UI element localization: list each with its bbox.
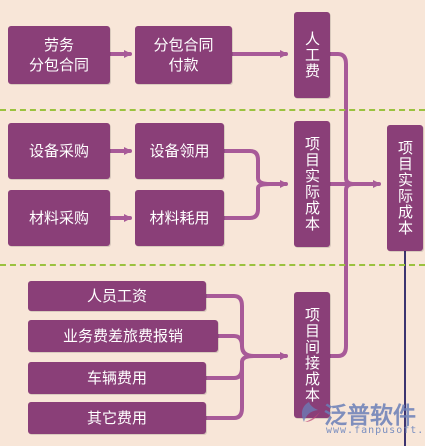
divider-bottom (0, 264, 425, 266)
labor-cost-box: 人工费 (294, 12, 330, 98)
salary-box: 人员工资 (28, 281, 206, 311)
other-expense-box: 其它费用 (28, 402, 206, 434)
line-indirect-out (328, 182, 356, 358)
subcontract-payment-label: 分包合同 付款 (153, 36, 214, 74)
arrow-row2-merge (222, 149, 288, 188)
equipment-purchase-box: 设备采购 (8, 123, 110, 179)
indirect-cost-box: 项目间接成本 (294, 292, 330, 418)
indirect-cost-label: 项目间接成本 (303, 307, 321, 403)
line-row3-travel (216, 334, 244, 348)
project-actual-cost-final-label: 项目实际成本 (396, 140, 414, 236)
line-row2-lower (222, 182, 272, 220)
labor-subcontract-label: 劳务 分包合同 (28, 36, 89, 74)
line-labor-cost-out (328, 52, 356, 186)
vehicle-expense-box: 车辆费用 (28, 362, 206, 394)
travel-expense-label: 业务费差旅费报销 (62, 327, 183, 345)
project-actual-cost-mid-label: 项目实际成本 (303, 136, 321, 232)
equipment-use-label: 设备领用 (149, 142, 210, 160)
watermark: 泛普软件 www.fanpusoft.com (296, 396, 425, 442)
project-actual-cost-mid-box: 项目实际成本 (294, 121, 330, 247)
divider-top (0, 109, 425, 111)
watermark-url: www.fanpusoft.com (326, 425, 425, 436)
travel-expense-box: 业务费差旅费报销 (28, 320, 218, 352)
fanpu-logo-icon (301, 402, 320, 422)
project-actual-cost-final-box: 项目实际成本 (387, 125, 423, 251)
salary-label: 人员工资 (86, 287, 147, 305)
material-purchase-box: 材料采购 (8, 190, 110, 246)
material-purchase-label: 材料采购 (28, 209, 89, 227)
vehicle-expense-label: 车辆费用 (86, 369, 147, 387)
labor-subcontract-box: 劳务 分包合同 (8, 26, 110, 84)
material-consumption-box: 材料耗用 (135, 190, 224, 246)
watermark-name: 泛普软件 (324, 403, 416, 429)
subcontract-payment-box: 分包合同 付款 (135, 26, 232, 84)
equipment-purchase-label: 设备采购 (28, 142, 89, 160)
arrow-row3-merge (204, 294, 288, 360)
line-row3-vehicle (204, 354, 256, 380)
line-row3-other (204, 360, 244, 420)
other-expense-label: 其它费用 (86, 409, 147, 427)
equipment-use-box: 设备领用 (135, 123, 224, 179)
material-consumption-label: 材料耗用 (149, 209, 210, 227)
labor-cost-label: 人工费 (303, 31, 321, 79)
